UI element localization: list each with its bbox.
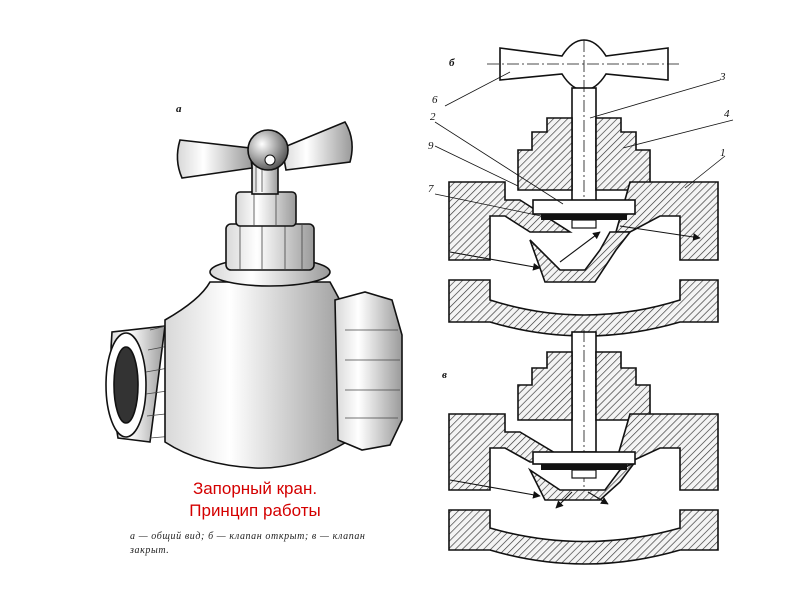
closed-nut [571, 469, 597, 479]
caption-title-line1: Запорный кран. [192, 479, 318, 498]
open-nut [571, 219, 597, 229]
open-bonnet [517, 117, 651, 191]
closed-body-bottom [448, 509, 719, 565]
view-v-label: в [442, 369, 447, 381]
view-b-label: б [449, 57, 455, 69]
valve-body [164, 281, 351, 469]
handle-ball [247, 129, 289, 171]
open-gasket [541, 214, 627, 220]
caption-note: а — общий вид; б — клапан открыт; в — кл… [130, 531, 366, 556]
part-7-label: 7 [428, 183, 434, 195]
caption-title: Запорный кран. Принцип работы [140, 478, 370, 522]
part-9-label: 9 [428, 140, 434, 152]
open-body-bottom [448, 279, 719, 337]
part-3-label: 3 [719, 71, 726, 83]
open-body-right [614, 181, 719, 261]
closed-bonnet [517, 351, 651, 421]
general-view-drawing [105, 120, 403, 469]
closed-gasket [541, 464, 627, 470]
handle-left-arm [176, 139, 253, 179]
open-seat-partition [529, 231, 632, 283]
part-2-label: 2 [430, 111, 436, 123]
right-outlet-nut [334, 291, 403, 451]
part-1-label: 1 [720, 147, 726, 159]
bonnet-nut [225, 223, 315, 271]
handle-right-arm [281, 120, 353, 171]
section-closed-drawing [448, 330, 719, 565]
view-a-label: а [176, 103, 182, 115]
part-4-label: 4 [724, 108, 730, 120]
open-body-left [448, 181, 573, 261]
closed-body-left [448, 413, 573, 491]
closed-disc [532, 451, 636, 465]
caption-title-line2: Принцип работы [189, 501, 321, 520]
section-open-drawing [434, 39, 734, 337]
open-disc [532, 199, 636, 215]
gland-nut [235, 191, 297, 227]
part-6-label: 6 [432, 94, 438, 106]
